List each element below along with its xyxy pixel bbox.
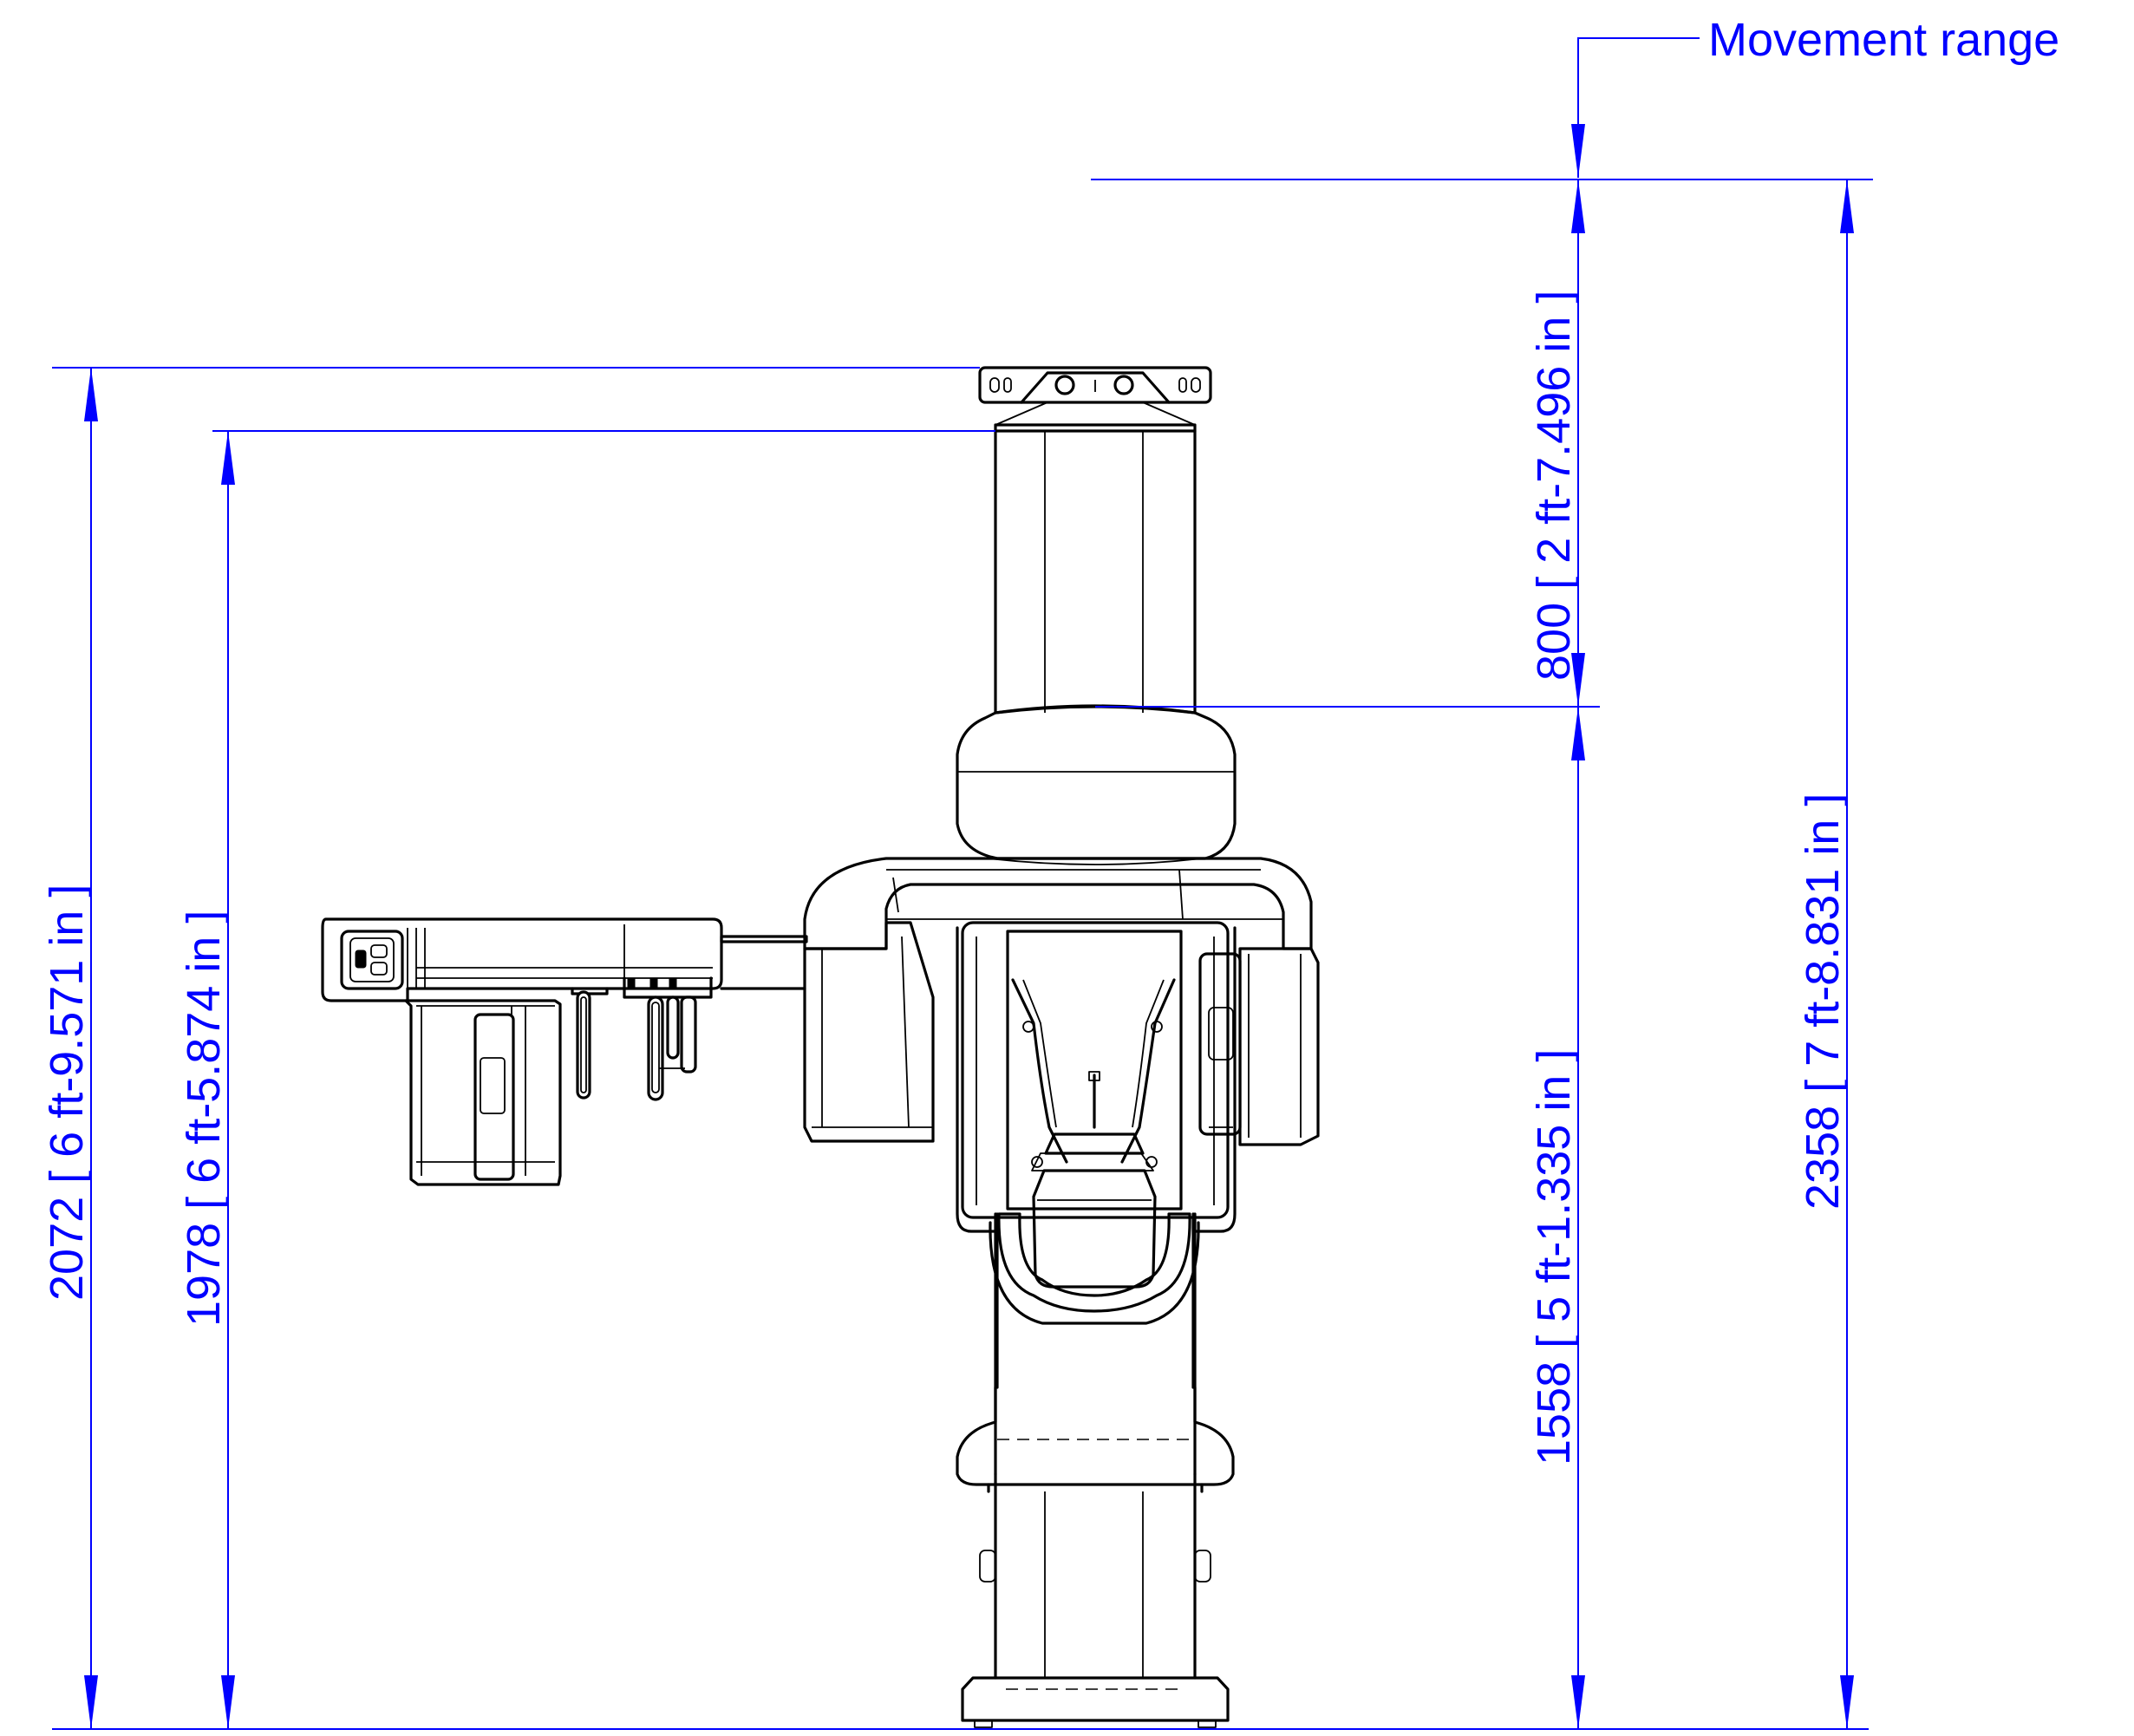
extension-lines	[52, 179, 1873, 1730]
ceph-control-panel	[340, 930, 404, 990]
dimension-line-lower-height	[1571, 707, 1585, 1729]
xray-machine-illustration	[321, 366, 1320, 1728]
ceph-arm	[321, 917, 808, 1002]
ceph-head-holder	[571, 976, 713, 1101]
handle-assembly	[989, 1169, 1200, 1325]
sensor-unit	[1198, 947, 1320, 1146]
dimension-label-movement-range: 800 [ 2 ft-7.496 in ]	[1528, 290, 1580, 681]
upper-column	[994, 423, 1197, 715]
movement-range-callout: Movement range	[1708, 14, 2059, 66]
ceph-sensor-cassette	[404, 999, 562, 1186]
rotating-arm	[803, 857, 1313, 950]
dimension-label-maximum-height: 2358 [ 7 ft-8.831 in ]	[1797, 793, 1849, 1210]
movement-range-leader	[1571, 37, 1700, 178]
column-body	[956, 921, 1237, 1389]
dimension-line-column-height	[221, 431, 235, 1729]
dimension-label-column-height: 1978 [ 6 ft-5.874 in ]	[178, 910, 230, 1327]
column-base	[956, 1386, 1235, 1728]
dimension-annotations: Movement range 2072 [ 6 ft-9.571 in ] 19…	[41, 14, 2059, 1730]
dimension-line-total-height	[84, 368, 98, 1729]
carriage-housing	[956, 705, 1237, 865]
tube-head	[803, 921, 935, 1143]
patient-positioner	[1006, 930, 1183, 1211]
ceiling-mount-bracket	[978, 366, 1212, 426]
dimension-label-total-height: 2072 [ 6 ft-9.571 in ]	[41, 884, 93, 1301]
lower-column	[994, 1212, 1197, 1690]
dimension-line-maximum-height	[1840, 179, 1854, 1729]
dimension-label-lower-height: 1558 [ 5 ft-1.335 in ]	[1528, 1049, 1580, 1465]
dimension-line-movement-range	[1571, 179, 1585, 707]
